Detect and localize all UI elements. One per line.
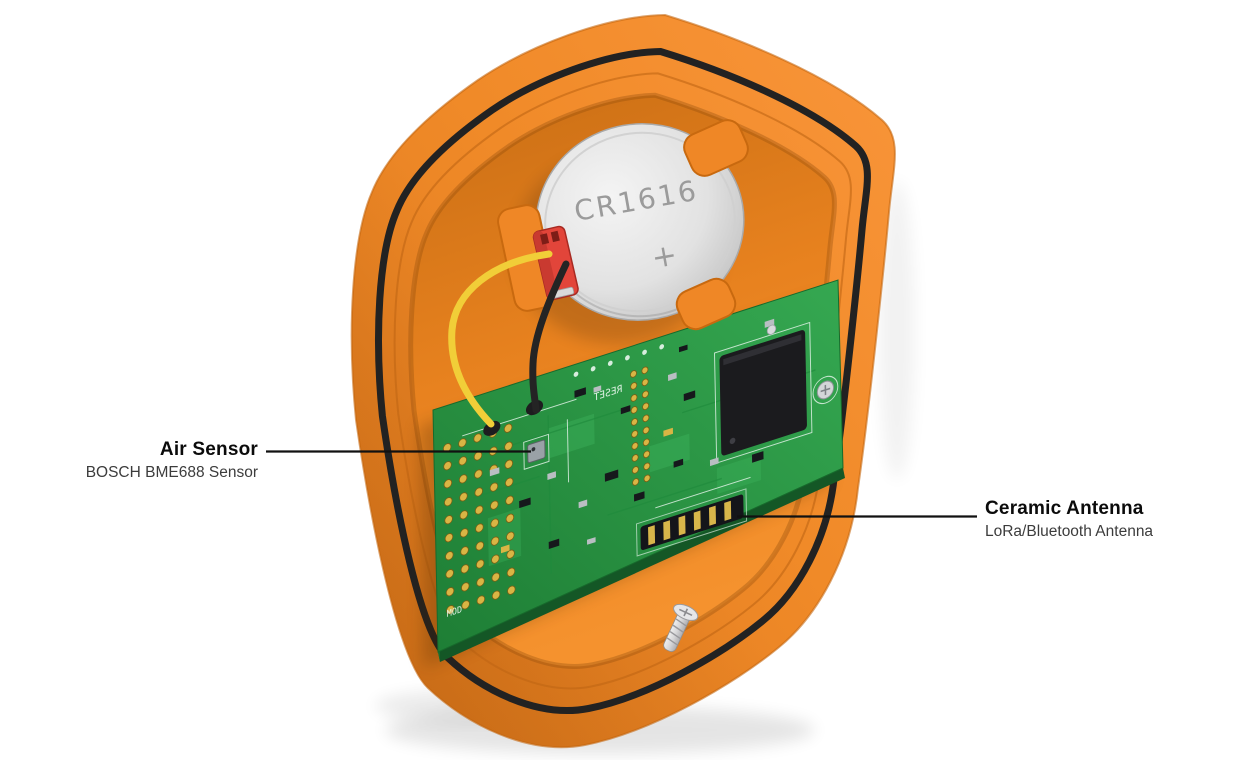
ceramic-antenna-label: Ceramic Antenna xyxy=(985,498,1144,519)
coin-cell-battery: CR1616 + xyxy=(535,123,745,321)
air-sensor-label: Air Sensor xyxy=(159,439,258,460)
wire-yellow xyxy=(448,250,553,428)
ceramic-antenna-sublabel: LoRa/Bluetooth Antenna xyxy=(985,522,1154,540)
ceramic-antenna-chip xyxy=(640,494,744,550)
wire-black xyxy=(529,260,570,414)
pcb-screw xyxy=(816,380,834,400)
pcb-silver-dot xyxy=(766,324,777,335)
air-sensor-sublabel: BOSCH BME688 Sensor xyxy=(85,463,258,481)
battery-polarity-text: + xyxy=(649,237,680,276)
pcb-small-components xyxy=(489,318,775,554)
air-sensor-callout: Air Sensor BOSCH BME688 Sensor xyxy=(0,439,258,482)
pcb-board: RESET MOD xyxy=(419,279,845,668)
mcu-chip xyxy=(719,330,807,456)
ceramic-antenna-callout: Ceramic Antenna LoRa/Bluetooth Antenna xyxy=(985,498,1153,541)
mounting-screw xyxy=(663,603,699,652)
silkscreen-mod-text: MOD xyxy=(447,605,463,620)
air-sensor-chip xyxy=(527,439,546,464)
pcb-test-points xyxy=(573,344,665,377)
pcb-components: RESET MOD xyxy=(443,318,839,620)
pcb-silkscreen-lines xyxy=(462,321,839,557)
battery-holder-tab-top xyxy=(683,119,749,177)
battery-holder-tab-bottom xyxy=(675,277,737,331)
battery-connector xyxy=(532,225,579,301)
